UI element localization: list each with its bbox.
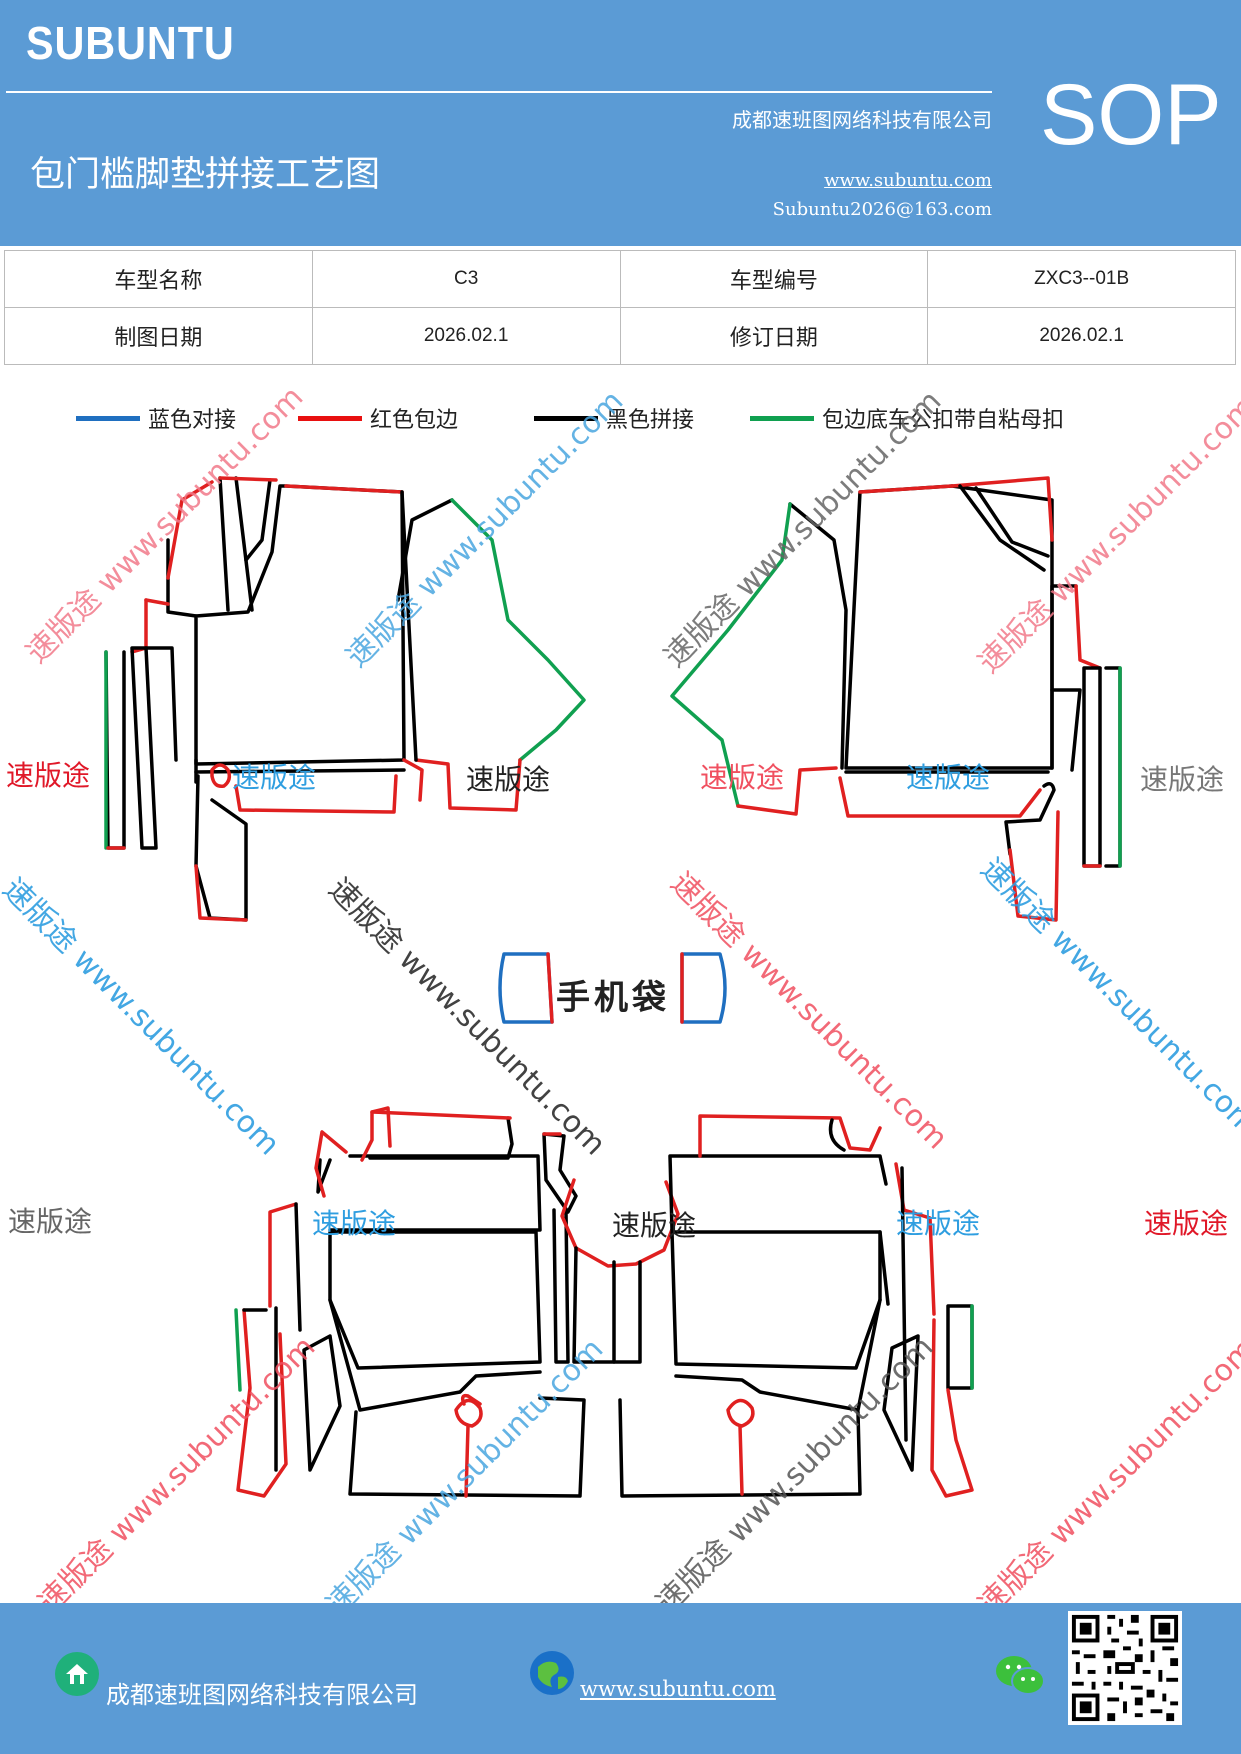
green-swatch xyxy=(750,415,814,421)
black-swatch xyxy=(534,415,598,421)
qr-code-pattern xyxy=(1071,1614,1179,1722)
legend-item-red: 红色包边 xyxy=(298,402,458,434)
company-name: 成都速班图网络科技有限公司 xyxy=(732,108,992,132)
page-title: 包门槛脚垫拼接工艺图 xyxy=(30,155,381,195)
footer-website-link[interactable]: www.subuntu.com xyxy=(580,1677,776,1701)
wechat-icon[interactable] xyxy=(994,1653,1046,1699)
model-name-value: C3 xyxy=(311,250,621,308)
watermark-brand: 速版途 xyxy=(1144,1207,1229,1240)
rear-right-mat xyxy=(618,1114,974,1498)
phone-pouch xyxy=(498,952,727,1024)
legend-item-black: 黑色拼接 xyxy=(534,402,694,434)
model-code-value: ZXC3--01B xyxy=(927,250,1236,308)
phone-pouch-label: 手机袋 xyxy=(556,978,670,1018)
legend-blue-label: 蓝色对接 xyxy=(148,408,237,433)
blue-swatch xyxy=(76,415,140,421)
header-divider xyxy=(6,91,992,93)
front-right-mat xyxy=(670,476,1122,922)
watermark-brand: 速版途 xyxy=(232,761,317,794)
revise-date-value: 2026.02.1 xyxy=(927,307,1236,365)
watermark-brand: 速版途 xyxy=(700,761,785,794)
legend-item-green: 包边底车公扣带自粘母扣 xyxy=(750,402,1064,434)
watermark-brand: 速版途 xyxy=(312,1207,397,1240)
color-legend: 蓝色对接 红色包边 黑色拼接 包边底车公扣带自粘母扣 xyxy=(0,402,1241,442)
table-row: 车型名称 C3 车型编号 ZXC3--01B xyxy=(4,250,1236,308)
qr-code[interactable] xyxy=(1068,1611,1182,1725)
watermark-brand: 速版途 xyxy=(6,759,91,792)
header-banner: SUBUNTU 成都速班图网络科技有限公司 包门槛脚垫拼接工艺图 www.sub… xyxy=(0,0,1241,246)
watermark-brand: 速版途 xyxy=(1140,763,1225,796)
website-link[interactable]: www.subuntu.com xyxy=(824,170,992,191)
table-row: 制图日期 2026.02.1 修订日期 2026.02.1 xyxy=(4,307,1236,365)
draw-date-value: 2026.02.1 xyxy=(311,307,621,365)
watermark-brand: 速版途 xyxy=(8,1205,93,1238)
legend-green-label: 包边底车公扣带自粘母扣 xyxy=(822,408,1065,433)
watermark-brand: 速版途 xyxy=(906,761,991,794)
model-name-label: 车型名称 xyxy=(4,250,313,308)
legend-red-label: 红色包边 xyxy=(370,408,459,433)
revise-date-label: 修订日期 xyxy=(619,307,929,365)
model-code-label: 车型编号 xyxy=(619,250,929,308)
sop-label: SOP xyxy=(1040,67,1222,163)
watermark-brand: 速版途 xyxy=(896,1207,981,1240)
footer-company-name: 成都速班图网络科技有限公司 xyxy=(106,1681,418,1709)
watermark-brand: 速版途 xyxy=(466,763,551,796)
rear-left-mat xyxy=(234,1106,586,1498)
legend-item-blue: 蓝色对接 xyxy=(76,402,236,434)
contact-email[interactable]: Subuntu2026@163.com xyxy=(772,199,992,220)
draw-date-label: 制图日期 xyxy=(4,307,313,365)
brand-logo-text: SUBUNTU xyxy=(26,17,235,69)
model-info-table: 车型名称 C3 车型编号 ZXC3--01B 制图日期 2026.02.1 修订… xyxy=(4,250,1236,365)
legend-black-label: 黑色拼接 xyxy=(606,408,695,433)
home-icon xyxy=(55,1652,99,1696)
rear-center-tunnel xyxy=(560,1178,680,1364)
watermark-brand: 速版途 xyxy=(612,1209,697,1242)
front-left-mat xyxy=(104,476,586,922)
red-swatch xyxy=(298,415,362,421)
footer-banner: 成都速班图网络科技有限公司 www.subuntu.com xyxy=(0,1603,1241,1754)
globe-icon xyxy=(530,1651,574,1695)
